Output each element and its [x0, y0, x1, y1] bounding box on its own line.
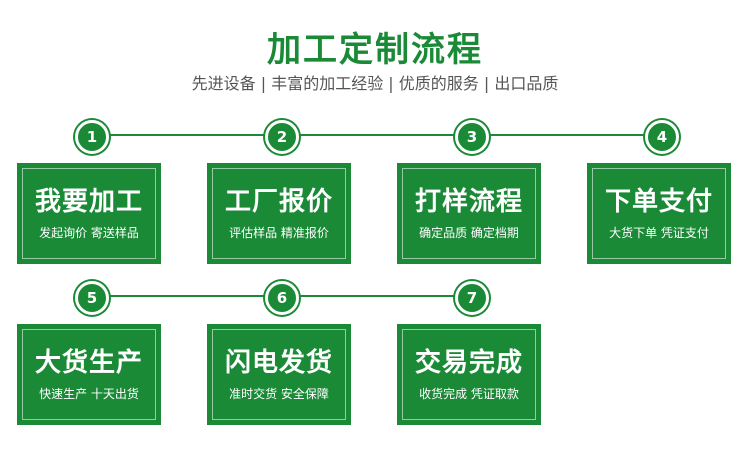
step-number-4: 4 — [645, 120, 679, 154]
step-card-title: 大货生产 — [34, 348, 143, 378]
step-card-title: 工厂报价 — [224, 187, 333, 217]
step-card-title: 我要加工 — [34, 187, 143, 217]
step-card-desc: 准时交货 安全保障 — [229, 387, 329, 401]
step-card-3: 打样流程 确定品质 确定档期 — [397, 163, 541, 264]
step-card-desc: 发起询价 寄送样品 — [39, 226, 139, 240]
step-card-7: 交易完成 收货完成 凭证取款 — [397, 324, 541, 425]
step-card-1: 我要加工 发起询价 寄送样品 — [17, 163, 161, 264]
step-card-desc: 快速生产 十天出货 — [39, 387, 139, 401]
step-number-1: 1 — [75, 120, 109, 154]
connector-line — [90, 134, 660, 136]
step-number-3: 3 — [455, 120, 489, 154]
step-card-title: 闪电发货 — [224, 348, 333, 378]
step-card-desc: 评估样品 精准报价 — [229, 226, 329, 240]
step-number-6: 6 — [265, 281, 299, 315]
step-number-7: 7 — [455, 281, 489, 315]
step-number-2: 2 — [265, 120, 299, 154]
step-number-5: 5 — [75, 281, 109, 315]
page-title: 加工定制流程 — [267, 30, 483, 70]
step-card-2: 工厂报价 评估样品 精准报价 — [207, 163, 351, 264]
step-card-title: 交易完成 — [414, 348, 523, 378]
step-card-title: 下单支付 — [604, 187, 713, 217]
step-card-desc: 确定品质 确定档期 — [419, 226, 519, 240]
step-card-6: 闪电发货 准时交货 安全保障 — [207, 324, 351, 425]
step-card-desc: 大货下单 凭证支付 — [609, 226, 709, 240]
page-subtitle: 先进设备 | 丰富的加工经验 | 优质的服务 | 出口品质 — [191, 74, 559, 93]
step-card-5: 大货生产 快速生产 十天出货 — [17, 324, 161, 425]
step-card-desc: 收货完成 凭证取款 — [419, 387, 519, 401]
step-card-4: 下单支付 大货下单 凭证支付 — [587, 163, 731, 264]
step-card-title: 打样流程 — [414, 187, 523, 217]
